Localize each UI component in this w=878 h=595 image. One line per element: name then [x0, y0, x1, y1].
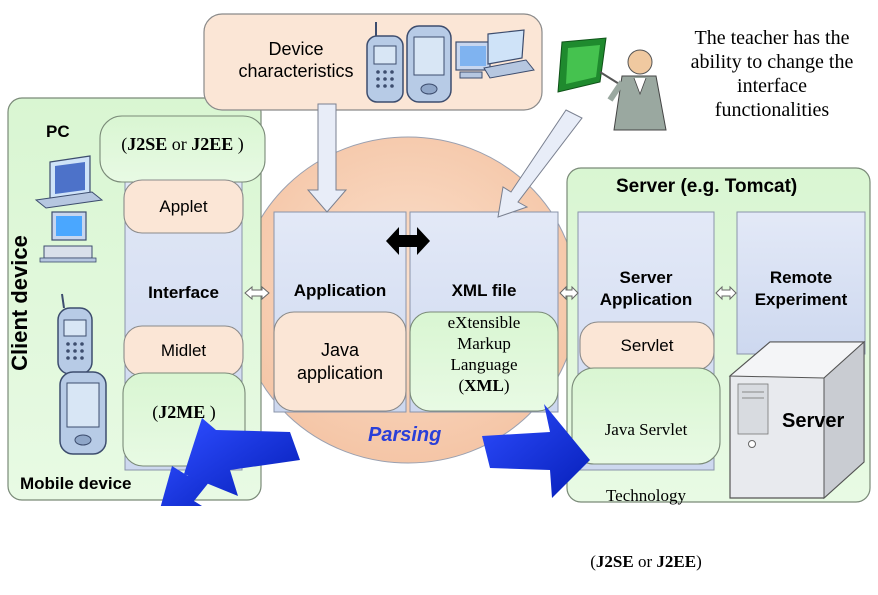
pda-icon	[59, 371, 107, 455]
xml-file-label: XML file	[451, 281, 517, 300]
servlet-label: Servlet	[620, 336, 674, 355]
left-block-arrow-icon	[184, 418, 300, 496]
laptop-icon	[34, 155, 104, 209]
pc-label: PC	[46, 122, 70, 141]
server-tower-icon	[728, 340, 866, 500]
xml-desc-line4: (XML)	[410, 375, 558, 396]
java-app-line2: application	[296, 363, 384, 383]
server-app-line2: Application	[599, 290, 693, 309]
device-characteristics-label: Device characteristics	[232, 33, 360, 87]
teacher-note-line2: ability to change the	[690, 51, 854, 73]
j2me-prefix: (	[152, 401, 159, 422]
server-title: Server (e.g. Tomcat)	[616, 176, 798, 197]
server-application-label: Server Application	[578, 264, 714, 314]
mobile-phone-icon	[366, 22, 404, 103]
j2se-label: (J2SE or J2EE )	[100, 116, 265, 172]
tech-line2: Technology	[605, 486, 686, 505]
j2se-prefix: (	[121, 133, 128, 154]
server-tower-label: Server	[782, 410, 845, 432]
java-application-label: Java application	[274, 320, 406, 404]
client-device-label: Client device	[7, 235, 32, 371]
pda-icon	[406, 25, 452, 103]
remote-line1: Remote	[769, 268, 833, 287]
remote-line2: Experiment	[754, 290, 848, 309]
teacher-note-line1: The teacher has the	[694, 27, 850, 49]
tech-line3: (J2SE or J2EE)	[572, 551, 720, 573]
j2me-text: J2ME	[158, 401, 206, 422]
xml-desc-prefix: (	[458, 376, 465, 395]
diagram-canvas	[7, 13, 871, 506]
applet-box	[123, 179, 244, 234]
j2me-label: (J2ME )	[123, 392, 245, 432]
xml-desc-suffix: )	[503, 376, 510, 395]
j2ee-text: J2EE	[191, 133, 234, 154]
j2se-text: J2SE	[127, 133, 168, 154]
xml-description-box	[409, 311, 559, 412]
down-arrow-icon	[306, 103, 348, 213]
teacher-note-line4: functionalities	[714, 99, 830, 121]
desktop-computer-icon	[39, 211, 97, 263]
java-app-line1: Java	[320, 340, 360, 360]
java-servlet-tech-box	[571, 367, 721, 465]
tech-j2se: J2SE	[595, 552, 634, 571]
remote-experiment-column	[736, 211, 866, 355]
remote-experiment-label: Remote Experiment	[737, 264, 865, 314]
application-label: Application	[293, 281, 387, 300]
j2se-suffix: )	[233, 133, 244, 154]
teacher-note-line3: interface	[737, 75, 807, 97]
xml-desc-line2: Markup	[457, 334, 511, 353]
parsing-label: Parsing	[368, 424, 442, 446]
xml-description-label: eXtensible Markup Language (XML)	[410, 312, 558, 396]
xml-desc-line3: Language	[450, 355, 518, 374]
midlet-label: Midlet	[160, 341, 207, 360]
xml-desc-line1: eXtensible	[447, 313, 521, 332]
xml-desc-bold: XML	[464, 376, 504, 395]
device-characteristics-line2: characteristics	[238, 61, 354, 81]
device-characteristics-line1: Device	[268, 39, 324, 59]
j2se-or: or	[167, 133, 192, 154]
teacher-note: The teacher has the ability to change th…	[666, 26, 878, 122]
interface-label: Interface	[148, 283, 219, 302]
java-application-box	[273, 311, 407, 412]
teacher-arrow-icon	[497, 109, 583, 218]
j2me-suffix: )	[205, 401, 216, 422]
right-block-arrow-icon	[482, 404, 590, 498]
tech-or: or	[633, 552, 657, 571]
teacher-icon	[557, 37, 667, 131]
java-servlet-tech-label: Java Servlet Technology (J2SE or J2EE)	[572, 375, 720, 595]
tech-suffix: )	[696, 552, 702, 571]
tech-line1: Java Servlet	[604, 420, 688, 439]
mobile-device-label: Mobile device	[20, 474, 132, 493]
tech-j2ee: J2EE	[656, 552, 697, 571]
double-arrow-icon	[244, 285, 737, 301]
exchange-arrow-icon	[386, 227, 430, 255]
server-app-line1: Server	[619, 268, 673, 287]
applet-label: Applet	[159, 196, 208, 216]
laptop-icon	[455, 29, 535, 79]
